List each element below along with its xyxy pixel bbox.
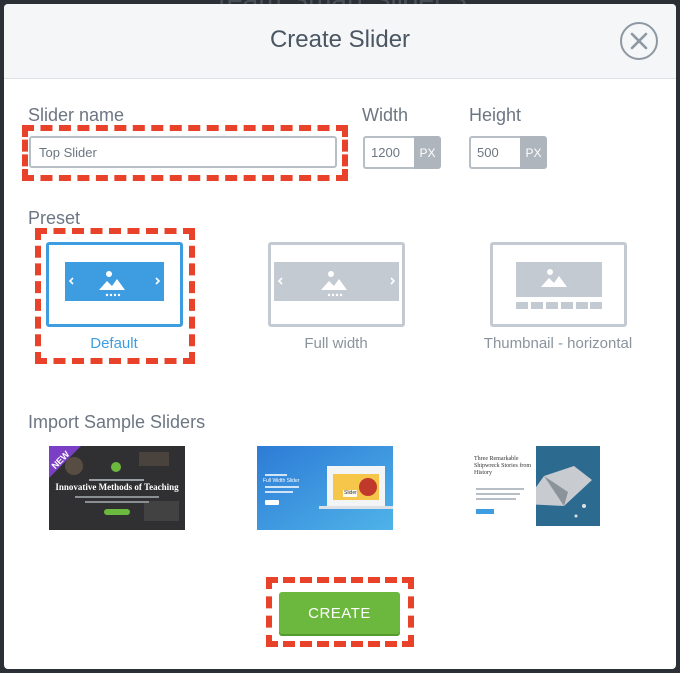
sample-full-width-title: Full Width Slider — [263, 478, 300, 484]
width-input[interactable] — [363, 136, 414, 169]
default-preset-preview — [65, 262, 164, 301]
preset-full-width-label: Full width — [304, 335, 368, 352]
preset-thumbnail-label: Thumbnail - horizontal — [483, 335, 633, 352]
preset-full-width[interactable] — [268, 242, 405, 327]
close-icon — [630, 32, 648, 50]
sample-slider-shipwreck[interactable]: Three Remarkable Shipwreck Stories from … — [464, 446, 600, 530]
width-field: PX — [363, 136, 441, 169]
image-icon — [541, 269, 567, 287]
sample-thumbnail-full-width — [257, 446, 393, 530]
modal-title: Create Slider — [269, 26, 411, 53]
slider-name-input[interactable] — [29, 136, 337, 168]
thumbnail-preset-preview — [516, 262, 602, 309]
height-unit: PX — [520, 136, 547, 169]
sample-shipwreck-title: Three Remarkable Shipwreck Stories from … — [474, 456, 531, 476]
image-icon — [321, 271, 347, 290]
height-input[interactable] — [469, 136, 520, 169]
sample-teaching-title: Innovative Methods of Teaching — [55, 482, 179, 492]
width-label: Width — [362, 105, 409, 125]
preset-default[interactable] — [46, 242, 183, 327]
sample-slider-full-width[interactable]: Full Width Slider Slider — [257, 446, 393, 530]
preset-label: Preset — [28, 208, 81, 228]
width-unit: PX — [414, 136, 441, 169]
sample-thumbnail-shipwreck — [464, 446, 600, 530]
height-field: PX — [469, 136, 547, 169]
modal-header: Create Slider — [4, 4, 676, 79]
preset-thumbnail-horizontal[interactable] — [490, 242, 627, 327]
sample-thumbnail-teaching — [49, 446, 185, 530]
sample-full-width-tile-text: Slider — [344, 490, 357, 496]
height-label: Height — [469, 105, 522, 125]
slider-name-label: Slider name — [28, 105, 125, 125]
close-button[interactable] — [620, 22, 658, 60]
image-icon — [99, 271, 125, 290]
import-samples-label: Import Sample Sliders — [28, 412, 206, 432]
sample-slider-teaching[interactable]: NEW Innovative Methods of Teaching — [49, 446, 185, 530]
full-width-preset-preview — [274, 262, 399, 301]
preset-default-label: Default — [90, 335, 138, 352]
create-slider-modal: Create Slider Slider name Width PX Heigh… — [4, 4, 676, 669]
create-button[interactable]: CREATE — [279, 592, 400, 634]
